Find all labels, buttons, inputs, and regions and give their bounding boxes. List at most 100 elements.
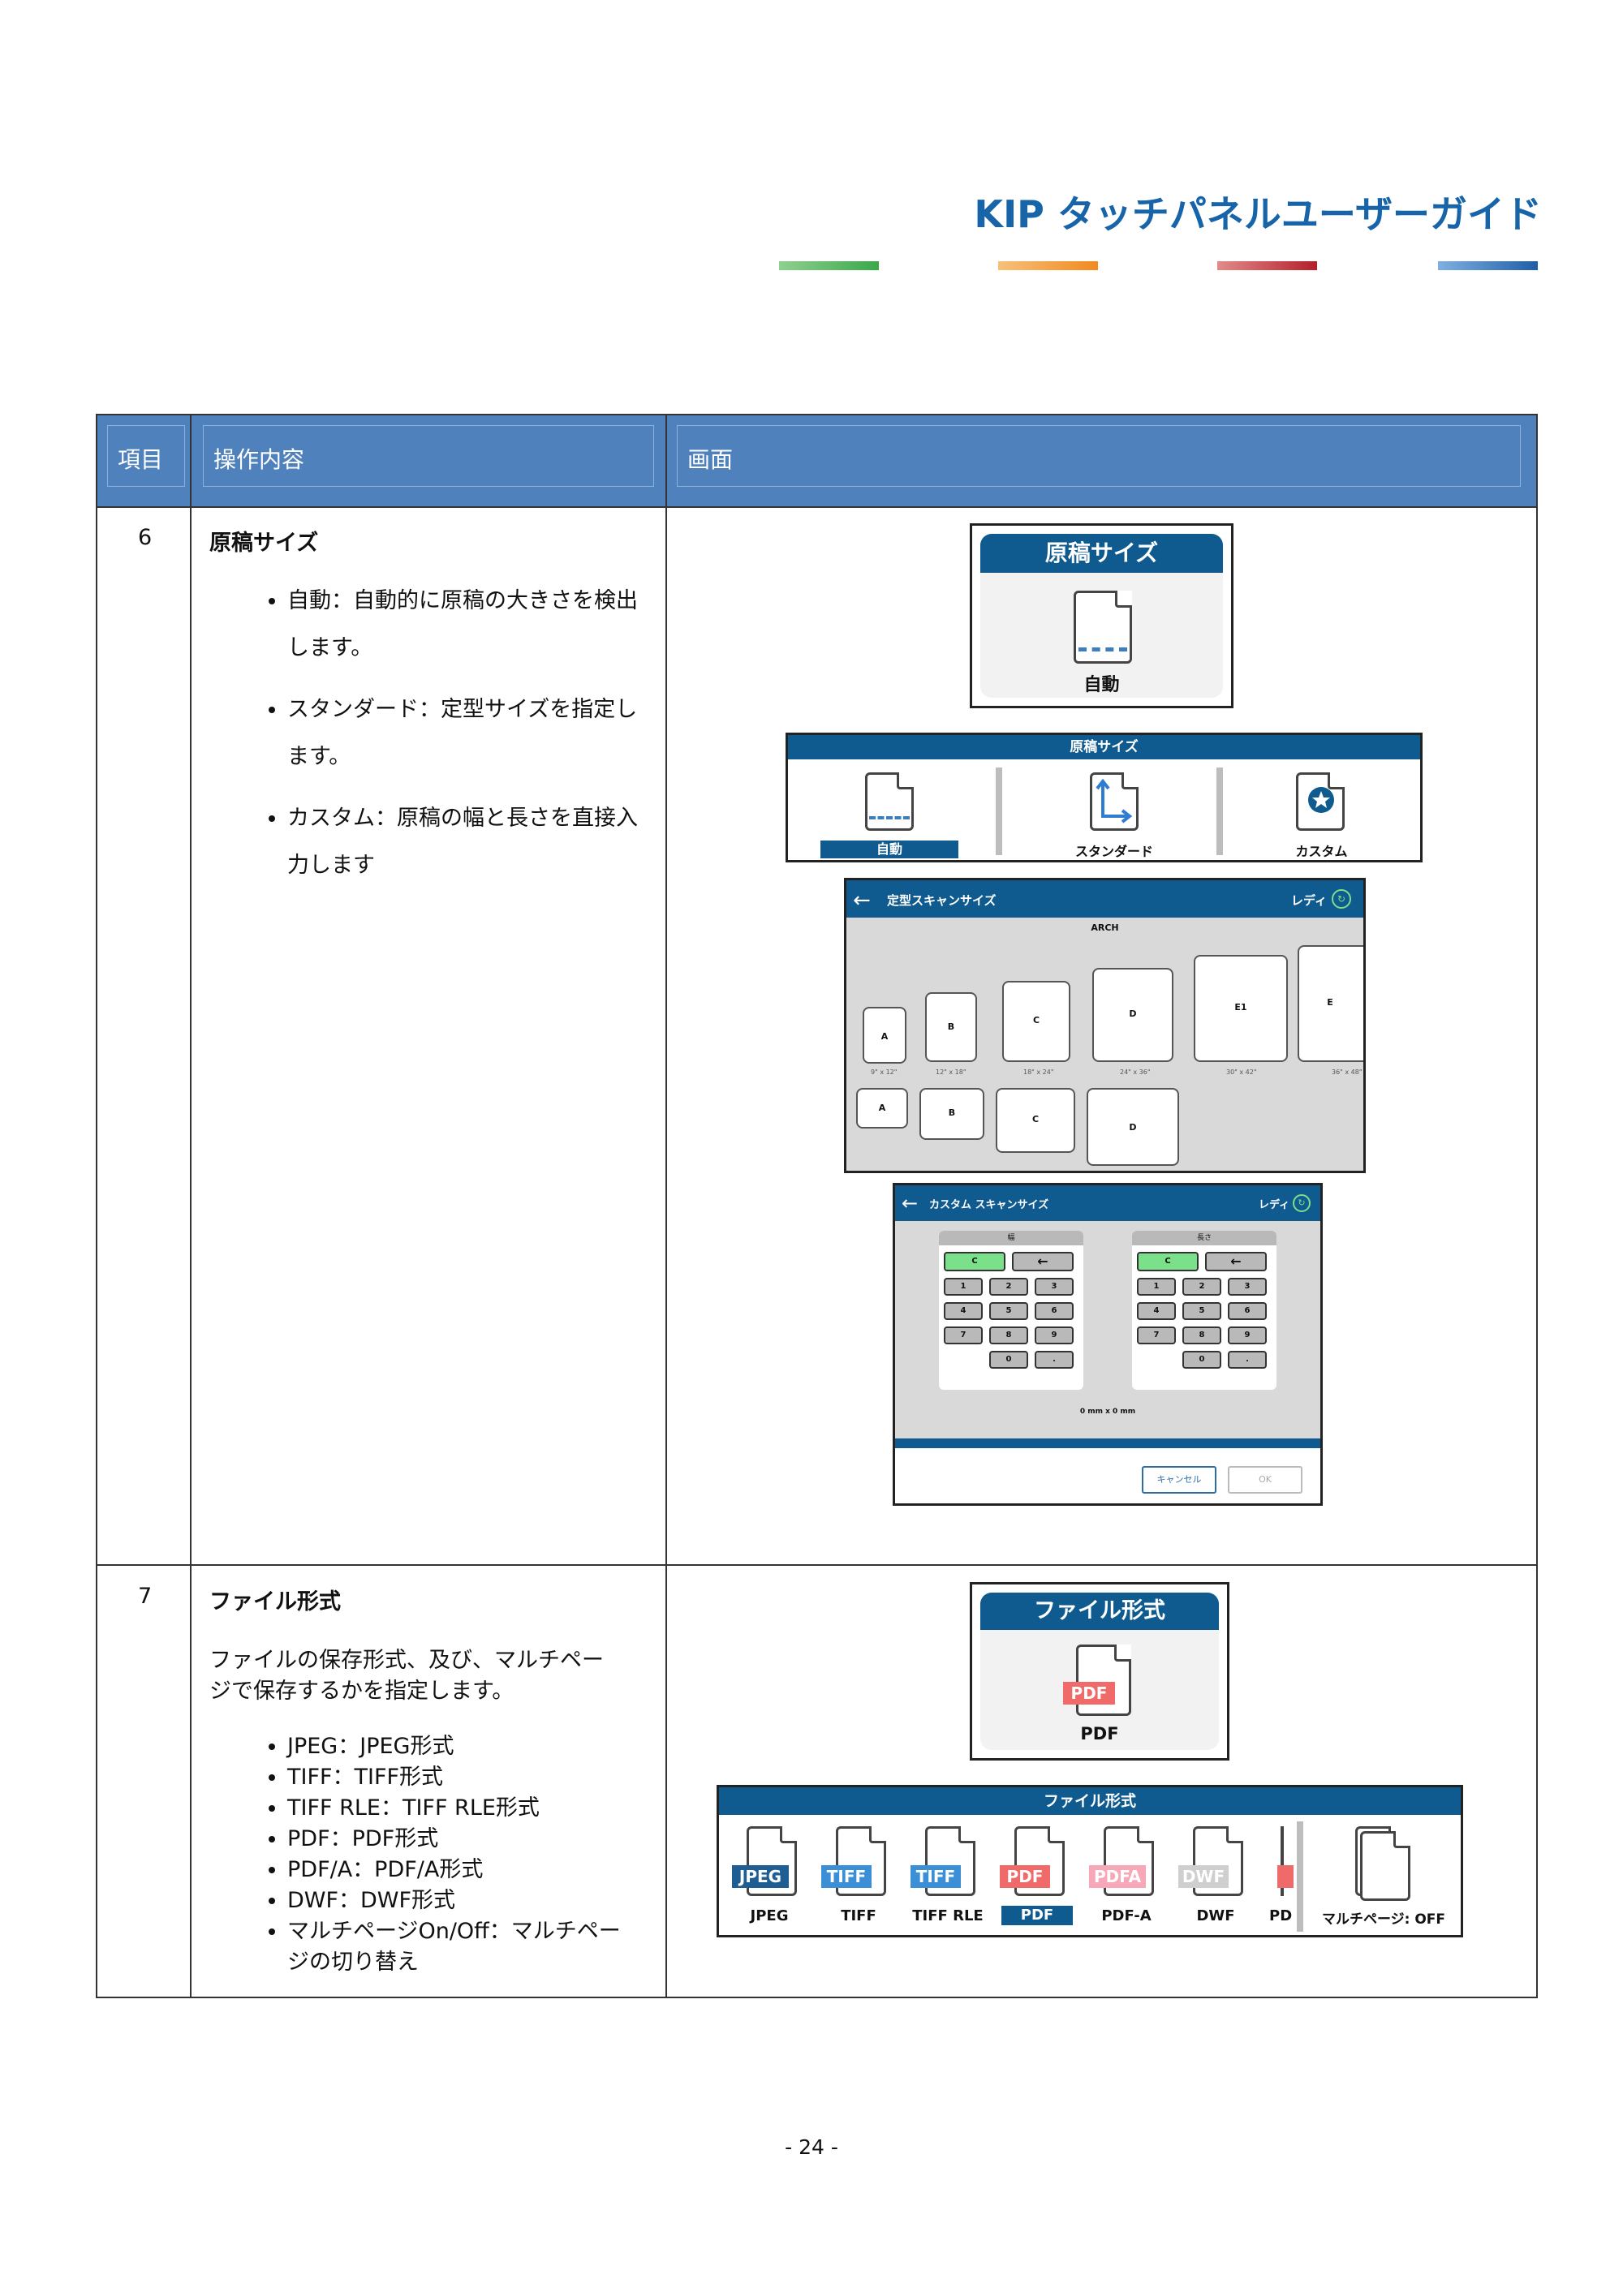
row-description: ファイルの保存形式、及び、マルチページで保存するかを指定します。 — [209, 1648, 604, 1704]
multipage-label: マルチページ: OFF — [1321, 1911, 1446, 1928]
format-badge: TIFF — [821, 1865, 872, 1888]
digit-key[interactable]: 5 — [1182, 1302, 1221, 1320]
decimal-key[interactable]: . — [1228, 1351, 1267, 1369]
cancel-button[interactable]: キャンセル — [1142, 1466, 1216, 1494]
format-jpeg[interactable]: JPEG JPEG — [727, 1820, 812, 1933]
ready-icon: ↻ — [1332, 889, 1351, 909]
size-dimension: 24" x 36" — [1120, 1068, 1151, 1076]
digit-key[interactable]: 7 — [1137, 1326, 1176, 1344]
size-e-button[interactable]: E — [1298, 945, 1363, 1062]
size-dimension: 36" x 48" — [1332, 1068, 1363, 1076]
format-label: DWF — [1196, 1907, 1235, 1924]
format-pdf[interactable]: PDF PDF — [995, 1820, 1079, 1933]
bullet-item: PDF/A：PDF/A形式 — [287, 1855, 641, 1885]
format-label: PD — [1269, 1907, 1293, 1924]
tile-title: ファイル形式 — [980, 1593, 1219, 1630]
ok-button[interactable]: OK — [1228, 1466, 1302, 1494]
row-title: ファイル形式 — [209, 1589, 341, 1615]
file-format-selector: ファイル形式 JPEG JPEG TIFF TIFF TIFF TIFF RLE… — [717, 1785, 1463, 1937]
row-bullets: JPEG：JPEG形式 TIFF：TIFF形式 TIFF RLE：TIFF RL… — [260, 1731, 641, 1978]
backspace-key[interactable]: ← — [1205, 1252, 1267, 1271]
digit-key[interactable]: 2 — [1182, 1278, 1221, 1296]
column-divider — [190, 415, 192, 1997]
format-tiff-rle[interactable]: TIFF TIFF RLE — [906, 1820, 990, 1933]
star-badge-icon — [1308, 787, 1334, 813]
size-b-landscape-button[interactable]: B — [919, 1088, 984, 1140]
length-keypad: 長さ C ← 1 2 3 4 5 6 7 8 9 0 . — [1132, 1231, 1276, 1390]
group-label: ARCH — [1091, 922, 1119, 933]
screen-title: 定型スキャンサイズ — [887, 893, 997, 908]
tile-label: PDF — [1080, 1724, 1119, 1743]
strip-title: 原稿サイズ — [788, 735, 1420, 759]
width-keypad: 幅 C ← 1 2 3 4 5 6 7 8 9 0 . — [939, 1231, 1083, 1390]
bullet-item: TIFF RLE：TIFF RLE形式 — [287, 1793, 641, 1824]
digit-key[interactable]: 1 — [944, 1278, 983, 1296]
pdf-badge: PDF — [1063, 1682, 1115, 1705]
digit-key[interactable]: 9 — [1228, 1326, 1267, 1344]
digit-key[interactable]: 3 — [1228, 1278, 1267, 1296]
size-readout: 0 mm x 0 mm — [1079, 1408, 1136, 1416]
digit-key[interactable]: 1 — [1137, 1278, 1176, 1296]
size-b-button[interactable]: B — [925, 992, 977, 1062]
size-d-landscape-button[interactable]: D — [1087, 1088, 1179, 1166]
document-icon — [1074, 591, 1132, 664]
digit-key[interactable]: 5 — [989, 1302, 1028, 1320]
digit-key[interactable]: 4 — [1137, 1302, 1176, 1320]
standard-scan-size-screen: ← 定型スキャンサイズ レディ ↻ ARCH A B C D E1 E 9" x… — [844, 878, 1366, 1173]
size-a-landscape-button[interactable]: A — [856, 1088, 908, 1129]
format-pdf-partial[interactable]: PD — [1263, 1820, 1295, 1933]
size-e1-button[interactable]: E1 — [1194, 955, 1288, 1062]
option-auto[interactable]: 自動 — [788, 766, 999, 860]
digit-key[interactable]: 0 — [1182, 1351, 1221, 1369]
format-label: PDF-A — [1101, 1907, 1152, 1924]
bullet-item: カスタム：原稿の幅と長さを直接入力します — [287, 795, 641, 889]
decimal-key[interactable]: . — [1035, 1351, 1074, 1369]
format-badge — [1277, 1865, 1294, 1888]
digit-key[interactable]: 8 — [1182, 1326, 1221, 1344]
document-icon — [865, 772, 914, 831]
row-bullets: 自動：自動的に原稿の大きさを検出します。 スタンダード：定型サイズを指定します。… — [260, 578, 641, 889]
accent-bar-red — [1217, 261, 1317, 270]
digit-key[interactable]: 8 — [989, 1326, 1028, 1344]
original-size-selector: 原稿サイズ 自動 スタンダード カスタム — [786, 733, 1423, 862]
format-pdf-a[interactable]: PDFA PDF-A — [1084, 1820, 1169, 1933]
digit-key[interactable]: 6 — [1228, 1302, 1267, 1320]
digit-key[interactable]: 4 — [944, 1302, 983, 1320]
option-custom[interactable]: カスタム — [1223, 766, 1420, 860]
back-arrow-icon[interactable]: ← — [902, 1192, 919, 1215]
accent-bar-green — [779, 261, 879, 270]
size-dimension: 9" x 12" — [871, 1068, 898, 1076]
option-standard[interactable]: スタンダード — [1002, 766, 1226, 860]
standard-size-icon — [1090, 772, 1139, 831]
digit-key[interactable]: 7 — [944, 1326, 983, 1344]
format-label: JPEG — [750, 1907, 789, 1924]
digit-key[interactable]: 3 — [1035, 1278, 1074, 1296]
back-arrow-icon[interactable]: ← — [853, 888, 871, 913]
digit-key[interactable]: 2 — [989, 1278, 1028, 1296]
backspace-key[interactable]: ← — [1012, 1252, 1074, 1271]
digit-key[interactable]: 0 — [989, 1351, 1028, 1369]
clear-key[interactable]: C — [944, 1252, 1005, 1271]
format-badge: PDFA — [1089, 1865, 1146, 1888]
digit-key[interactable]: 6 — [1035, 1302, 1074, 1320]
bullet-item: JPEG：JPEG形式 — [287, 1731, 641, 1762]
file-format-tile[interactable]: ファイル形式 PDF PDF — [970, 1582, 1229, 1761]
size-a-button[interactable]: A — [863, 1007, 906, 1064]
strip-title: ファイル形式 — [719, 1787, 1461, 1815]
clear-key[interactable]: C — [1137, 1252, 1199, 1271]
format-badge: PDF — [1000, 1865, 1050, 1888]
size-c-landscape-button[interactable]: C — [996, 1088, 1075, 1153]
document-title: KIP タッチパネルユーザーガイド — [974, 192, 1542, 236]
digit-key[interactable]: 9 — [1035, 1326, 1074, 1344]
format-badge: JPEG — [732, 1865, 789, 1888]
format-label: TIFF RLE — [912, 1907, 984, 1924]
multipage-toggle[interactable]: マルチページ: OFF — [1307, 1820, 1461, 1933]
original-size-tile[interactable]: 原稿サイズ 自動 — [970, 523, 1233, 708]
page-number: - 24 - — [785, 2135, 838, 2159]
auto-detect-line — [1078, 647, 1127, 651]
size-d-button[interactable]: D — [1092, 968, 1173, 1062]
size-c-button[interactable]: C — [1002, 981, 1070, 1062]
format-dwf[interactable]: DWF DWF — [1173, 1820, 1258, 1933]
bullet-item: PDF：PDF形式 — [287, 1824, 641, 1855]
format-tiff[interactable]: TIFF TIFF — [816, 1820, 901, 1933]
